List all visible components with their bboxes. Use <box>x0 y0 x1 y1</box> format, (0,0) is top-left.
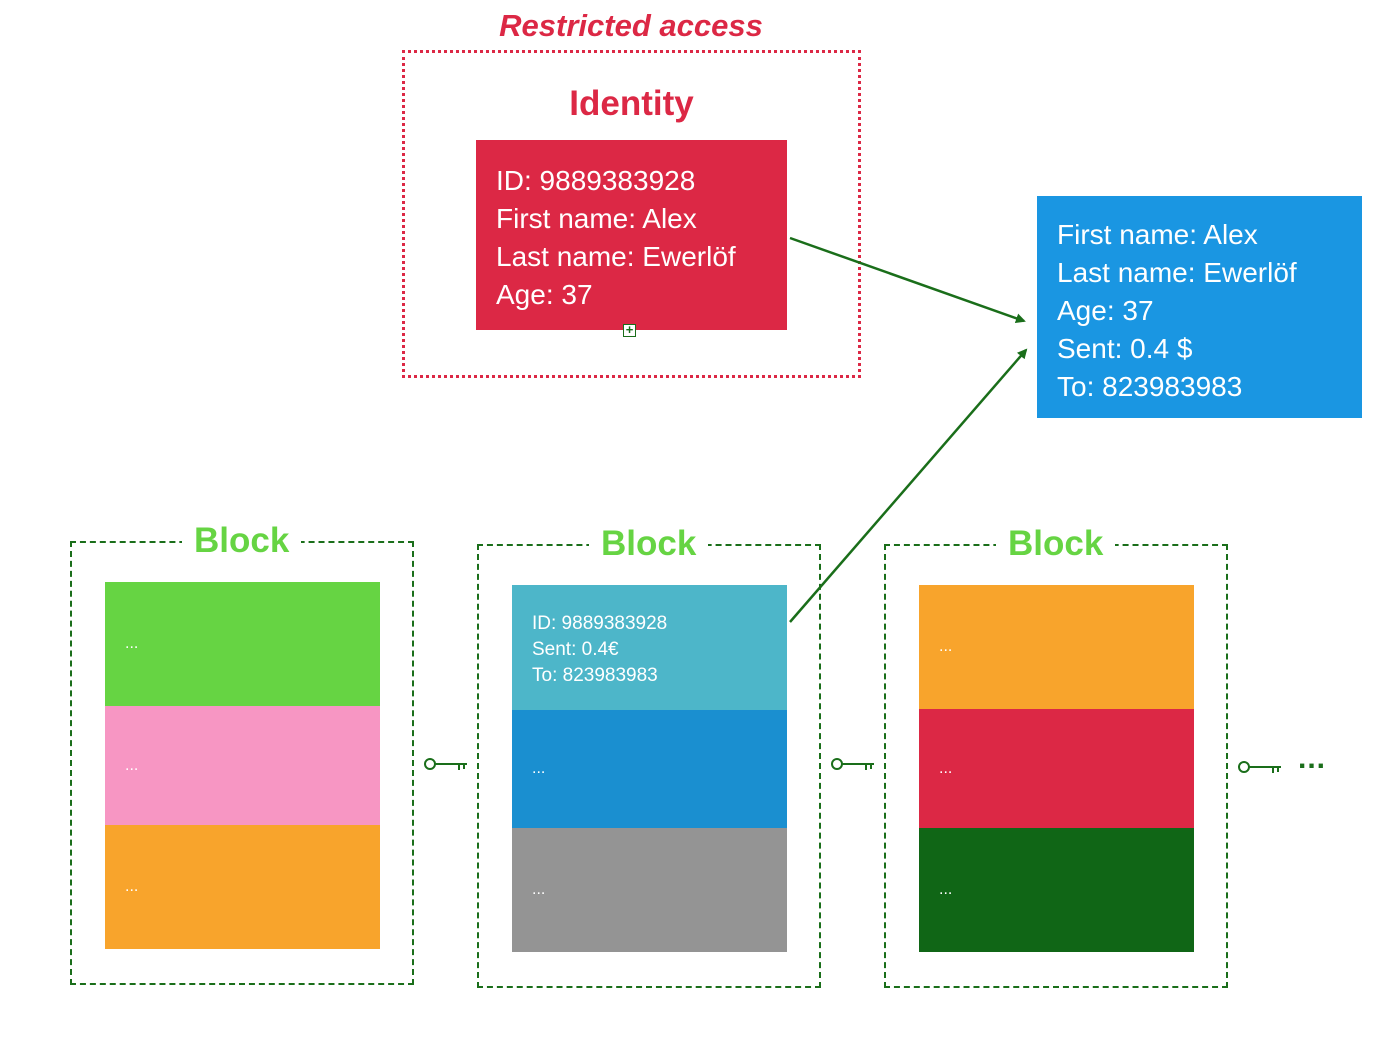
block-1-transaction-2: ... <box>105 706 380 825</box>
identity-id: ID: 9889383928 <box>496 165 696 196</box>
restricted-access-title: Restricted access <box>499 8 763 43</box>
expand-handle-icon[interactable]: + <box>623 323 636 337</box>
transaction-placeholder: ... <box>125 878 139 895</box>
transaction-to-combined-arrow <box>789 348 1028 623</box>
block-1-transaction-1: ... <box>105 582 380 706</box>
block-2-transaction-3: ... <box>512 828 787 952</box>
identity-to-combined-arrow <box>789 236 1026 324</box>
key-icon <box>424 758 467 770</box>
block-3-title: Block <box>996 524 1116 564</box>
identity-first-name: First name: Alex <box>496 203 697 234</box>
block-2-transaction-1: ID: 9889383928 Sent: 0.4€ To: 823983983 <box>512 585 787 710</box>
transaction-details: ID: 9889383928 Sent: 0.4€ To: 823983983 <box>532 611 667 689</box>
transaction-placeholder: ... <box>939 638 953 655</box>
transaction-to: To: 823983983 <box>532 665 658 686</box>
key-icon <box>831 758 874 770</box>
identity-title: Identity <box>569 84 694 123</box>
block-1-transaction-3: ... <box>105 825 380 949</box>
combined-first-name: First name: Alex <box>1057 219 1258 250</box>
combined-last-name: Last name: Ewerlöf <box>1057 257 1297 288</box>
combined-to: To: 823983983 <box>1057 371 1243 402</box>
transaction-placeholder: ... <box>532 760 546 777</box>
combined-record-card: First name: Alex Last name: Ewerlöf Age:… <box>1037 196 1362 418</box>
block-3-transaction-3: ... <box>919 828 1194 952</box>
block-3-transaction-1: ... <box>919 585 1194 709</box>
transaction-placeholder: ... <box>532 881 546 898</box>
transaction-sent: Sent: 0.4€ <box>532 639 619 660</box>
transaction-placeholder: ... <box>125 635 139 652</box>
transaction-placeholder: ... <box>939 881 953 898</box>
identity-last-name: Last name: Ewerlöf <box>496 241 736 272</box>
transaction-id: ID: 9889383928 <box>532 613 668 634</box>
block-1-title: Block <box>182 521 302 561</box>
transaction-placeholder: ... <box>125 756 139 774</box>
transaction-placeholder: ... <box>939 759 953 777</box>
block-2-transaction-2: ... <box>512 710 787 828</box>
identity-card: ID: 9889383928 First name: Alex Last nam… <box>476 140 787 330</box>
identity-age: Age: 37 <box>496 279 593 310</box>
block-2-title: Block <box>589 524 709 564</box>
block-3-transaction-2: ... <box>919 709 1194 828</box>
combined-age: Age: 37 <box>1057 295 1154 326</box>
chain-continuation: ... <box>1298 742 1327 775</box>
key-icon <box>1238 761 1281 773</box>
restricted-access-zone <box>402 50 861 378</box>
combined-sent: Sent: 0.4 $ <box>1057 333 1193 364</box>
